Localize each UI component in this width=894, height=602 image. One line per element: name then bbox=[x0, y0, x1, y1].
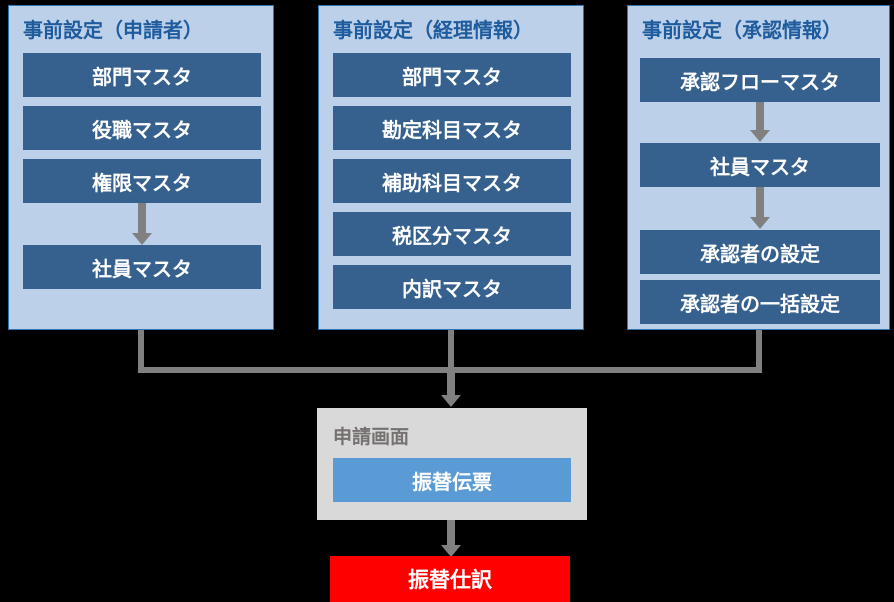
arrow-flow-to-employee-head bbox=[750, 130, 770, 142]
panel-applicant-settings: 事前設定（申請者） 部門マスタ 役職マスタ 権限マスタ 社員マスタ bbox=[8, 5, 274, 330]
panel-accounting-settings: 事前設定（経理情報） 部門マスタ 勘定科目マスタ 補助科目マスタ 税区分マスタ … bbox=[318, 5, 584, 330]
arrow-authority-to-employee-shaft bbox=[138, 203, 146, 233]
arrow-bus-to-screen-shaft bbox=[447, 367, 455, 395]
node-position-master[interactable]: 役職マスタ bbox=[23, 106, 261, 150]
node-department-master-accounting[interactable]: 部門マスタ bbox=[333, 53, 571, 97]
panel-applicant-title: 事前設定（申請者） bbox=[23, 20, 203, 42]
arrow-flow-to-employee-shaft bbox=[756, 102, 764, 130]
application-screen-group: 申請画面 振替伝票 bbox=[317, 408, 587, 520]
panel-approval-title: 事前設定（承認情報） bbox=[642, 20, 842, 42]
arrow-authority-to-employee-head bbox=[132, 233, 152, 245]
arrow-employee-to-approver-head bbox=[750, 217, 770, 229]
arrow-bus-to-screen-head bbox=[441, 395, 461, 407]
application-screen-label: 申請画面 bbox=[333, 427, 410, 448]
bus-drop-panel-accounting bbox=[448, 330, 454, 373]
arrow-screen-to-result-head bbox=[441, 545, 461, 557]
node-transfer-slip[interactable]: 振替伝票 bbox=[333, 458, 571, 502]
panel-accounting-title: 事前設定（経理情報） bbox=[333, 20, 533, 42]
arrow-screen-to-result-shaft bbox=[447, 520, 455, 545]
bus-drop-panel-approval bbox=[756, 330, 762, 373]
node-authority-master[interactable]: 権限マスタ bbox=[23, 159, 261, 203]
panel-approval-settings: 事前設定（承認情報） 承認フローマスタ 社員マスタ 承認者の設定 承認者の一括設… bbox=[627, 5, 890, 330]
node-tax-category-master[interactable]: 税区分マスタ bbox=[333, 212, 571, 256]
result-transfer-journal[interactable]: 振替仕訳 bbox=[330, 556, 570, 602]
bus-drop-panel-applicant bbox=[138, 330, 144, 373]
node-breakdown-master[interactable]: 内訳マスタ bbox=[333, 265, 571, 309]
node-approver-bulk-setting[interactable]: 承認者の一括設定 bbox=[640, 280, 880, 324]
node-account-item-master[interactable]: 勘定科目マスタ bbox=[333, 106, 571, 150]
arrow-employee-to-approver-shaft bbox=[756, 187, 764, 217]
node-approval-flow-master[interactable]: 承認フローマスタ bbox=[640, 58, 880, 102]
node-department-master-applicant[interactable]: 部門マスタ bbox=[23, 53, 261, 97]
node-employee-master-applicant[interactable]: 社員マスタ bbox=[23, 245, 261, 289]
node-employee-master-approval[interactable]: 社員マスタ bbox=[640, 143, 880, 187]
node-approver-setting[interactable]: 承認者の設定 bbox=[640, 230, 880, 274]
node-sub-account-item-master[interactable]: 補助科目マスタ bbox=[333, 159, 571, 203]
